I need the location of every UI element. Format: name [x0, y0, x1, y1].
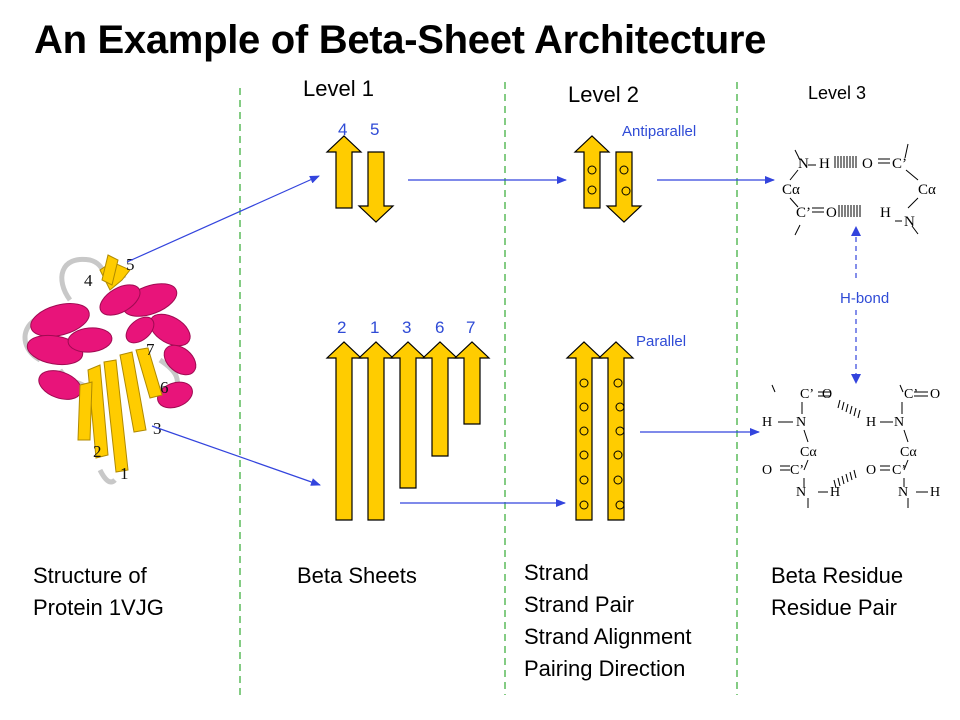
protein-structure-image: [22, 254, 197, 485]
svg-text:C’: C’: [796, 205, 811, 221]
protein-strand-labels: 5 4 7 6 3 2 1: [84, 255, 169, 483]
protein-label: 4: [84, 271, 93, 290]
svg-text:C’: C’: [800, 387, 814, 402]
column-dividers: [239, 82, 738, 695]
connector-arrows: [126, 175, 775, 507]
svg-text:O: O: [930, 387, 940, 402]
svg-text:N: N: [796, 415, 806, 430]
hbond-label: H-bond: [840, 290, 890, 307]
strand-arrow-up: [325, 135, 363, 209]
svg-text:C’: C’: [904, 387, 918, 402]
arrow: [151, 425, 321, 486]
protein-label: 5: [126, 255, 135, 274]
svg-text:N: N: [904, 214, 915, 230]
svg-text:Cα: Cα: [900, 445, 917, 460]
svg-text:H: H: [830, 485, 840, 500]
protein-label: 7: [146, 340, 155, 359]
svg-text:O: O: [822, 387, 832, 402]
svg-text:O: O: [862, 156, 873, 172]
strand-arrow-down: [357, 151, 395, 223]
svg-text:Cα: Cα: [918, 182, 936, 198]
level2-strands: [565, 135, 643, 521]
level-2-heading: Level 2: [568, 82, 639, 107]
svg-text:O: O: [866, 463, 876, 478]
svg-text:C’: C’: [892, 156, 907, 172]
strand-number: 2: [337, 318, 347, 337]
svg-text:H: H: [819, 156, 830, 172]
svg-text:H: H: [866, 415, 876, 430]
strand-arrow-up: [565, 341, 603, 521]
hbond-arrowhead-up: [851, 226, 861, 236]
svg-text:Cα: Cα: [782, 182, 800, 198]
antiparallel-residue-pair: N H O C’ Cα Cα C’ O H N: [782, 143, 936, 236]
strand-arrow-up: [389, 341, 427, 489]
strand-arrow-up: [357, 341, 395, 521]
svg-text:O: O: [826, 205, 837, 221]
page-title: An Example of Beta-Sheet Architecture: [34, 18, 767, 62]
caption-strands: Strand Strand Pair Strand Alignment Pair…: [524, 560, 692, 681]
strand-arrow-up: [453, 341, 491, 425]
svg-text:H: H: [930, 485, 940, 500]
arrow: [126, 175, 320, 263]
level-3-heading: Level 3: [808, 83, 867, 103]
protein-label: 3: [153, 419, 162, 438]
strand-number: 4: [338, 120, 348, 139]
protein-label: 1: [120, 464, 129, 483]
strand-arrow-up: [573, 135, 611, 209]
caption-beta-residue: Beta Residue Residue Pair: [771, 563, 904, 620]
svg-text:H: H: [880, 205, 891, 221]
caption-beta-sheets: Beta Sheets: [297, 563, 417, 588]
strand-number: 7: [466, 318, 476, 337]
svg-text:N: N: [894, 415, 904, 430]
svg-text:Cα: Cα: [800, 445, 817, 460]
level-1-heading: Level 1: [303, 76, 374, 101]
protein-label: 2: [93, 442, 102, 461]
svg-text:N: N: [898, 485, 908, 500]
svg-text:H: H: [762, 415, 772, 430]
strand-number: 1: [370, 318, 380, 337]
svg-text:O: O: [762, 463, 772, 478]
caption-protein-structure: Structure of Protein 1VJG: [33, 563, 164, 620]
level1-strands: [325, 135, 491, 521]
strand-number: 6: [435, 318, 445, 337]
hbond-arrowhead-down: [851, 374, 861, 384]
strand-arrow-up: [325, 341, 363, 521]
parallel-label: Parallel: [636, 333, 687, 350]
svg-text:N: N: [796, 485, 806, 500]
protein-label: 6: [160, 378, 169, 397]
strand-arrow-up: [421, 341, 459, 457]
svg-text:C’: C’: [892, 463, 906, 478]
strand-number: 5: [370, 120, 380, 139]
antiparallel-label: Antiparallel: [622, 123, 697, 140]
residue-circles: [579, 165, 631, 510]
parallel-residue-pair: C’ O H N Cα O C’ N H C’ O H N Cα O C’ N …: [762, 384, 940, 508]
strand-number: 3: [402, 318, 412, 337]
svg-text:C’: C’: [790, 463, 804, 478]
svg-text:N: N: [798, 156, 809, 172]
